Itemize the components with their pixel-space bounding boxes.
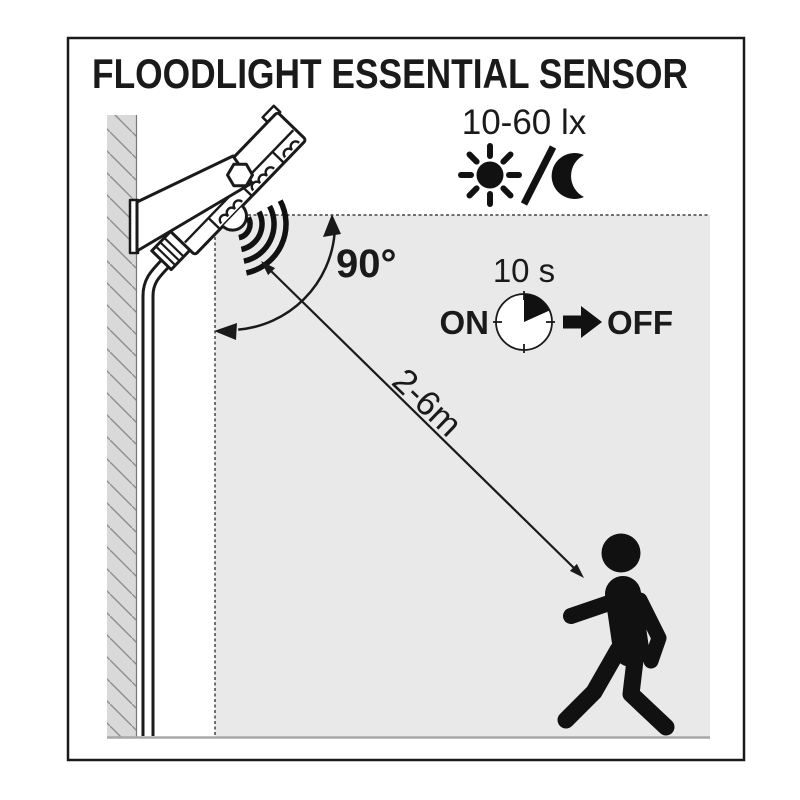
off-label: OFF [607, 304, 673, 341]
angle-arc-line [238, 233, 336, 331]
person-front-leg [557, 641, 627, 729]
cable-gland-ribs [155, 237, 184, 266]
angle-arc-arrowhead-left [214, 323, 237, 340]
person-front-arm [563, 594, 620, 624]
light-threshold-group: 10-60 lx [458, 103, 587, 207]
sensor-waves-icon [238, 199, 289, 276]
light-threshold-label: 10-60 lx [462, 103, 587, 142]
mounting-bracket [135, 154, 254, 253]
clock-wedge [524, 294, 550, 322]
person-head [601, 533, 641, 573]
person-back-arm [632, 592, 667, 669]
range-arrowhead-upper [261, 261, 276, 276]
detection-angle-label: 90° [336, 242, 397, 286]
motion-sensor-dome [221, 205, 248, 232]
hold-time-label: 10 s [493, 252, 555, 289]
hold-time-group: 10 s ON OFF [440, 252, 673, 353]
sensor-wave-3 [243, 204, 277, 264]
walking-person-icon [557, 533, 675, 736]
sun-rays [458, 143, 522, 207]
slash-divider [520, 145, 557, 206]
arrow-right-icon [563, 306, 602, 338]
clock-ticks [493, 291, 555, 353]
on-label: ON [440, 304, 490, 341]
sun-core [476, 161, 504, 189]
range-arrowhead-lower [569, 563, 584, 578]
floodlight-illustration [128, 104, 307, 272]
sensor-wave-4 [245, 199, 289, 276]
wall [107, 115, 138, 737]
angle-arc-arrowhead-up [323, 214, 341, 237]
sensor-wave-2 [240, 210, 265, 253]
page-title: FLOODLIGHT ESSENTIAL SENSOR [92, 50, 688, 97]
sensor-wave-1 [238, 216, 253, 241]
timer-clock-icon [493, 291, 555, 353]
detection-angle-arc: 90° [214, 214, 397, 340]
sun-icon [458, 143, 522, 207]
hex-bolt-icon [226, 162, 254, 188]
person-back-leg [622, 643, 675, 736]
moon-icon [551, 153, 584, 199]
range-arrow-line [269, 269, 576, 570]
person-torso [605, 576, 649, 667]
